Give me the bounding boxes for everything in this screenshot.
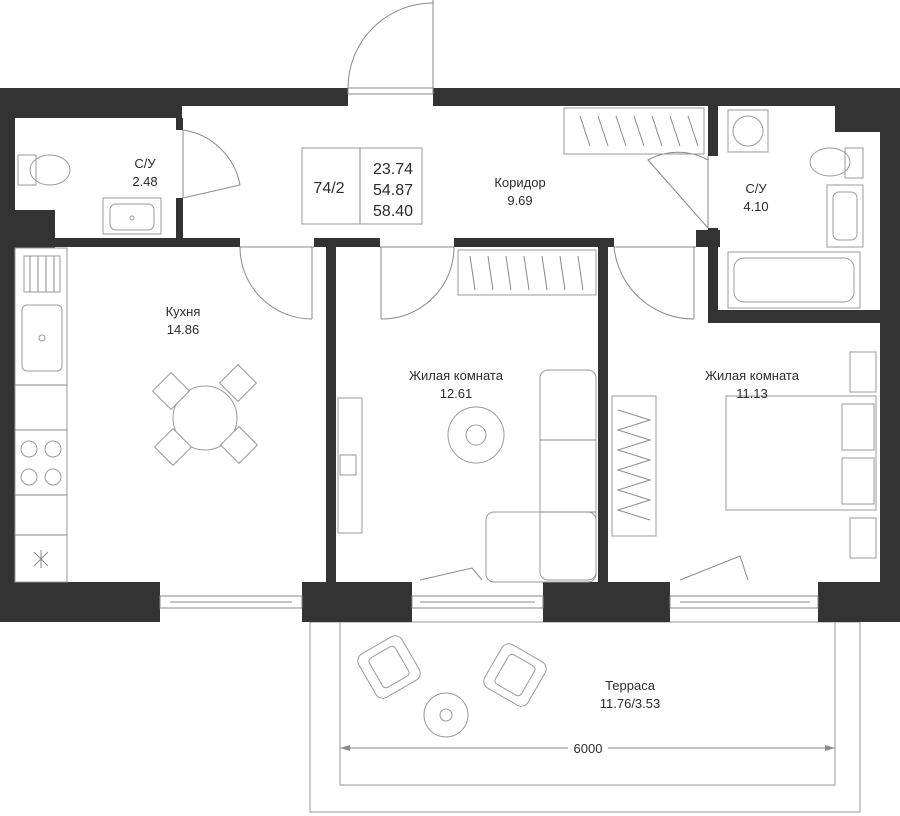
corridor-name: Коридор bbox=[494, 175, 545, 190]
dimension-line: 6000 bbox=[340, 740, 835, 756]
area-1: 23.74 bbox=[373, 161, 413, 178]
living-2-area: 11.13 bbox=[736, 386, 768, 401]
room-labels: С/У 2.48 Коридор 9.69 С/У 4.10 Кухня 14.… bbox=[132, 156, 799, 711]
living-1-name: Жилая комната bbox=[409, 368, 504, 383]
corridor-wardrobe bbox=[563, 107, 705, 155]
corridor-area: 9.69 bbox=[507, 193, 532, 208]
area-3: 58.40 bbox=[373, 203, 413, 220]
terrace-furniture bbox=[357, 635, 547, 738]
dimension-width: 6000 bbox=[574, 741, 603, 756]
walls bbox=[0, 88, 900, 622]
windows bbox=[159, 595, 819, 609]
living1-furniture bbox=[337, 249, 597, 583]
living-2-name: Жилая комната bbox=[705, 368, 800, 383]
bath-left-area: 2.48 bbox=[132, 174, 157, 189]
bath-right-name: С/У bbox=[745, 181, 767, 196]
apartment-info: 74/2 23.74 54.87 58.40 bbox=[301, 147, 423, 225]
bath-left-name: С/У bbox=[134, 156, 156, 171]
bath-right-area: 4.10 bbox=[743, 199, 768, 214]
living2-furniture bbox=[611, 351, 877, 581]
living-1-area: 12.61 bbox=[440, 386, 473, 401]
kitchen-furniture bbox=[14, 247, 259, 583]
kitchen-area: 14.86 bbox=[167, 322, 200, 337]
doors bbox=[182, 0, 709, 320]
terrace-name: Терраса bbox=[605, 678, 656, 693]
area-2: 54.87 bbox=[373, 182, 413, 199]
kitchen-name: Кухня bbox=[166, 304, 201, 319]
apartment-number: 74/2 bbox=[313, 180, 344, 197]
bath-right-fixtures bbox=[727, 109, 864, 309]
terrace-area: 11.76/3.53 bbox=[600, 696, 660, 711]
bath-left-fixtures bbox=[17, 154, 162, 235]
